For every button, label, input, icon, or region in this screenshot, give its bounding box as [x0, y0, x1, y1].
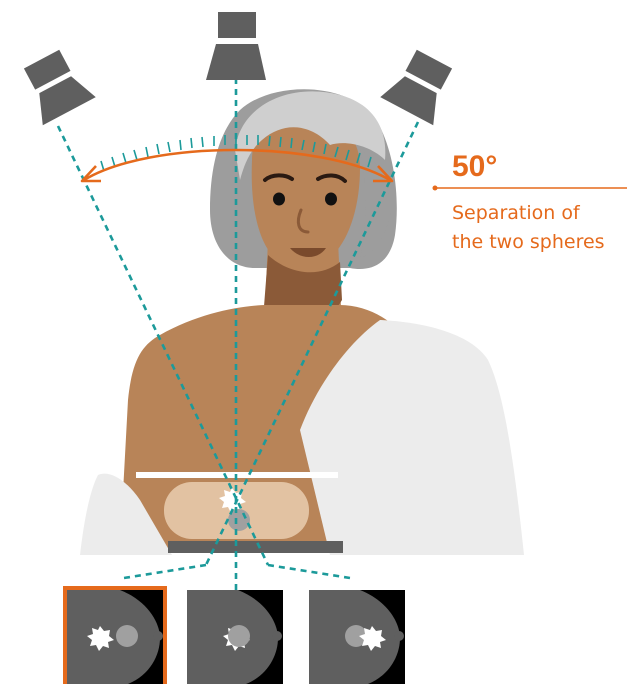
projection-center[interactable]	[187, 590, 283, 684]
projection-left[interactable]	[63, 586, 167, 684]
projection-right[interactable]	[309, 590, 405, 684]
caption-line-2: the two spheres	[452, 228, 605, 257]
projection-right-nipple	[394, 631, 404, 641]
xray-tube-right-icon	[380, 45, 461, 125]
projection-center-sphere	[228, 625, 250, 647]
beam-left-2	[268, 565, 350, 578]
left-eye	[273, 193, 285, 206]
separation-angle: 50°	[452, 150, 497, 184]
beam-right-2	[124, 565, 206, 578]
xray-tube-center-icon	[206, 12, 266, 80]
projection-left-nipple	[153, 631, 163, 641]
projection-left-sphere	[116, 625, 138, 647]
right-eye	[325, 193, 337, 206]
caption-line-1: Separation of	[452, 199, 605, 228]
xray-tube-left-icon	[15, 45, 96, 125]
detector-plate	[168, 541, 343, 553]
callout	[433, 186, 627, 191]
projection-center-nipple	[272, 631, 282, 641]
separation-caption: Separation of the two spheres	[452, 199, 605, 257]
